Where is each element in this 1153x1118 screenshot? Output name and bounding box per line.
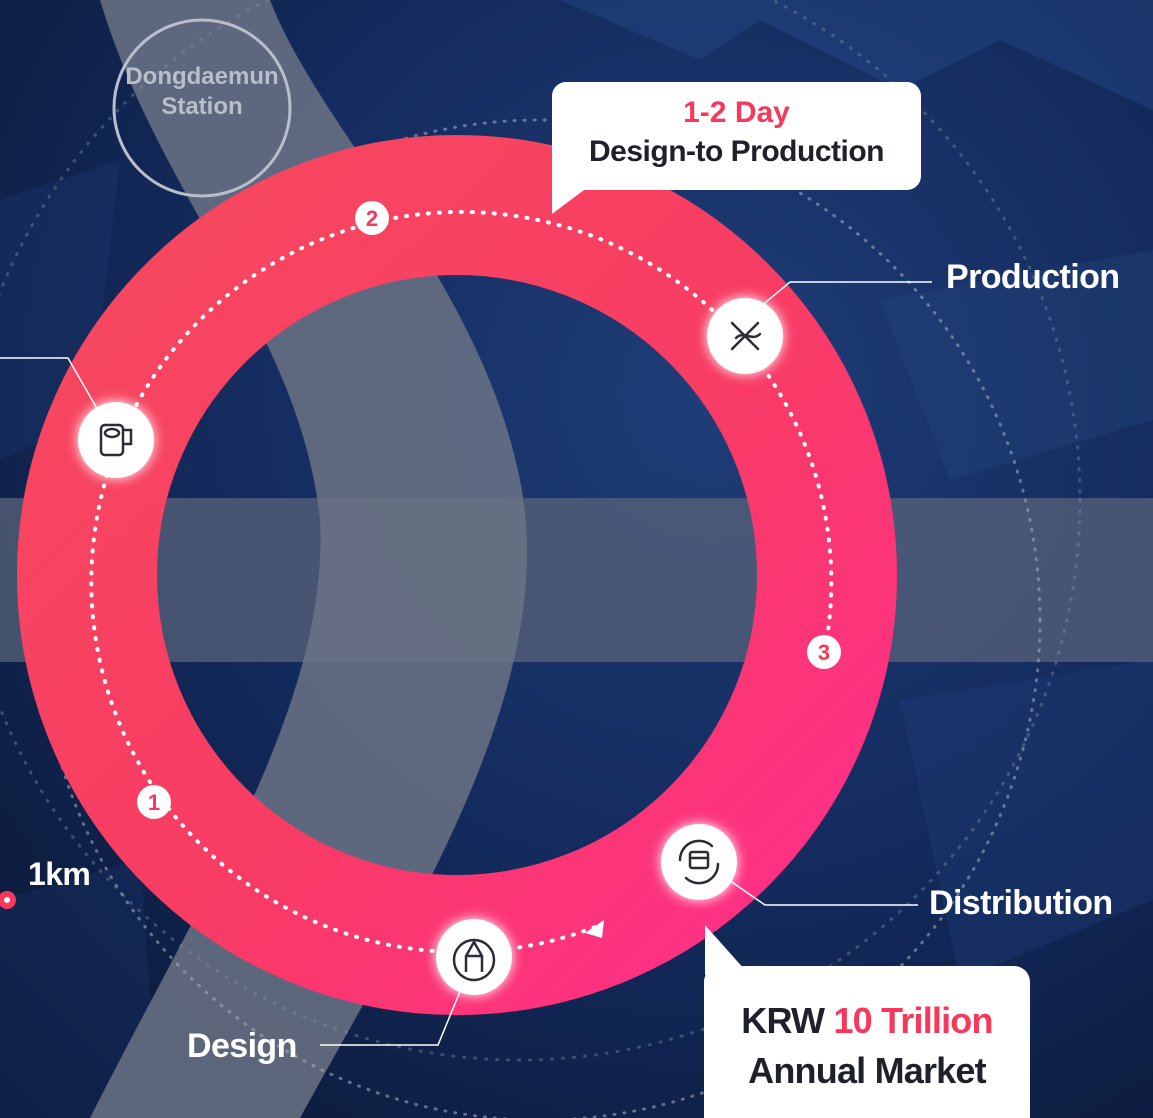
stage-label-design: Design bbox=[187, 1027, 297, 1065]
station-name: Dongdaemun bbox=[125, 63, 279, 90]
lead-time-highlight: 1-2 Day bbox=[683, 96, 790, 129]
station-label: Dongdaemun Station bbox=[114, 62, 290, 122]
lead-time-text: Design-to Production bbox=[589, 135, 884, 168]
station-suffix: Station bbox=[161, 93, 243, 120]
pencil-icon bbox=[452, 938, 496, 982]
fabric-node bbox=[78, 402, 154, 478]
stage-label-production: Production bbox=[946, 258, 1120, 296]
distribution-node bbox=[661, 824, 737, 900]
step-badge-2: 2 bbox=[355, 201, 389, 235]
step-badge-1: 1 bbox=[137, 785, 171, 819]
svg-text:2: 2 bbox=[366, 206, 378, 231]
station-marker bbox=[112, 18, 292, 198]
market-size-text: Annual Market bbox=[748, 1050, 986, 1091]
market-size-line: KRW 10 Trillion bbox=[704, 996, 1030, 1046]
distance-dot-center bbox=[4, 897, 10, 903]
callout-bottom-pointer bbox=[705, 925, 745, 975]
market-size-highlight: 10 Trillion bbox=[833, 1000, 993, 1041]
road-shape bbox=[90, 0, 527, 1118]
market-currency: KRW bbox=[741, 1000, 825, 1041]
step-badge-3: 3 bbox=[807, 635, 841, 669]
dotted-cycle-path bbox=[89, 210, 834, 954]
stage-label-distribution: Distribution bbox=[929, 884, 1113, 922]
distance-label: 1km bbox=[28, 856, 91, 892]
fabric-roll-icon bbox=[99, 423, 133, 457]
gray-band bbox=[0, 498, 1153, 662]
svg-text:3: 3 bbox=[818, 640, 830, 665]
store-cycle-icon bbox=[678, 839, 720, 885]
svg-text:1: 1 bbox=[148, 790, 160, 815]
needle-thread-icon bbox=[730, 321, 762, 351]
outer-dotted-ring-2 bbox=[0, 0, 1082, 1062]
arrowhead bbox=[585, 920, 604, 938]
callout-lead-time: 1-2 Day Design-to Production bbox=[552, 82, 921, 190]
callout-market-size: KRW 10 Trillion Annual Market bbox=[704, 966, 1030, 1118]
